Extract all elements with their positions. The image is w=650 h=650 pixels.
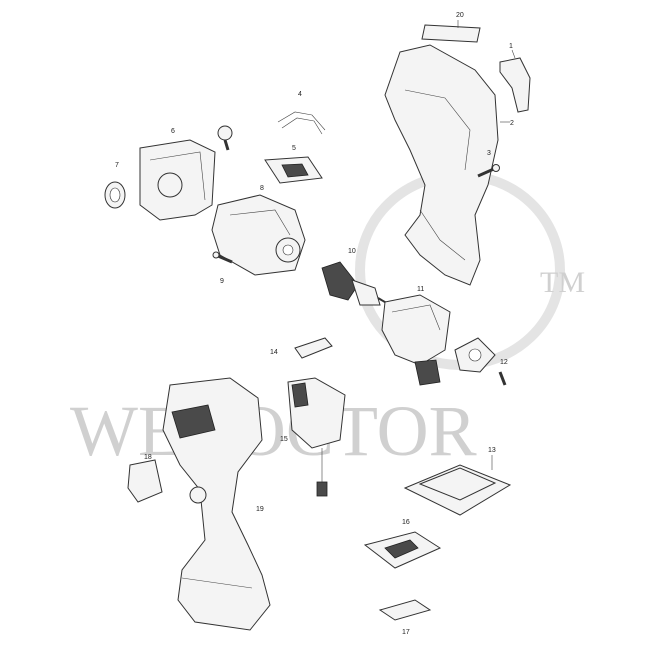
callouts: 20 1 2 3 4 5 6 7 8 9 10 11 12 13 14 15 1… bbox=[115, 12, 514, 636]
callout-2: 2 bbox=[510, 120, 514, 127]
part-screw-3 bbox=[477, 164, 500, 178]
part-switch bbox=[264, 156, 323, 184]
part-housing-upper bbox=[384, 44, 510, 286]
callout-8: 8 bbox=[260, 185, 264, 192]
callout-3: 3 bbox=[487, 150, 491, 157]
callout-6: 6 bbox=[171, 128, 175, 135]
part-bit-holder bbox=[127, 459, 163, 503]
callout-20: 20 bbox=[456, 12, 464, 19]
part-belt-hook bbox=[499, 49, 531, 113]
callout-14: 14 bbox=[270, 349, 278, 356]
part-controller-plate bbox=[454, 337, 496, 373]
watermark-text: WEDOCTOR bbox=[70, 391, 477, 471]
part-gear-assembly bbox=[211, 194, 306, 276]
part-controller bbox=[403, 455, 512, 516]
part-stator bbox=[381, 294, 451, 386]
part-trigger-switch bbox=[287, 377, 346, 497]
callout-19: 19 bbox=[256, 506, 264, 513]
callout-5: 5 bbox=[292, 145, 296, 152]
callout-4: 4 bbox=[298, 91, 302, 98]
callout-1: 1 bbox=[509, 43, 513, 50]
part-housing-main bbox=[162, 377, 271, 631]
part-label-plate bbox=[421, 20, 481, 43]
callout-10: 10 bbox=[348, 248, 356, 255]
part-name-label bbox=[378, 599, 432, 621]
part-screw-9 bbox=[212, 251, 233, 264]
callout-11: 11 bbox=[417, 286, 424, 293]
callout-15: 15 bbox=[280, 436, 288, 443]
callout-13: 13 bbox=[488, 447, 496, 454]
part-spring bbox=[277, 111, 326, 135]
callout-16: 16 bbox=[402, 519, 410, 526]
callout-17: 17 bbox=[402, 629, 410, 636]
part-washer bbox=[104, 181, 126, 209]
part-gear-housing bbox=[139, 139, 216, 221]
part-battery-terminal bbox=[363, 531, 442, 569]
callout-7: 7 bbox=[115, 162, 119, 169]
callout-12: 12 bbox=[500, 359, 508, 366]
watermark-tm: TM bbox=[540, 266, 585, 299]
part-switch-lever bbox=[294, 337, 333, 359]
callout-9: 9 bbox=[220, 278, 224, 285]
part-rotor bbox=[321, 261, 391, 306]
callout-18: 18 bbox=[144, 454, 152, 461]
part-screw-12 bbox=[498, 371, 507, 386]
part-screw-6 bbox=[217, 125, 233, 151]
